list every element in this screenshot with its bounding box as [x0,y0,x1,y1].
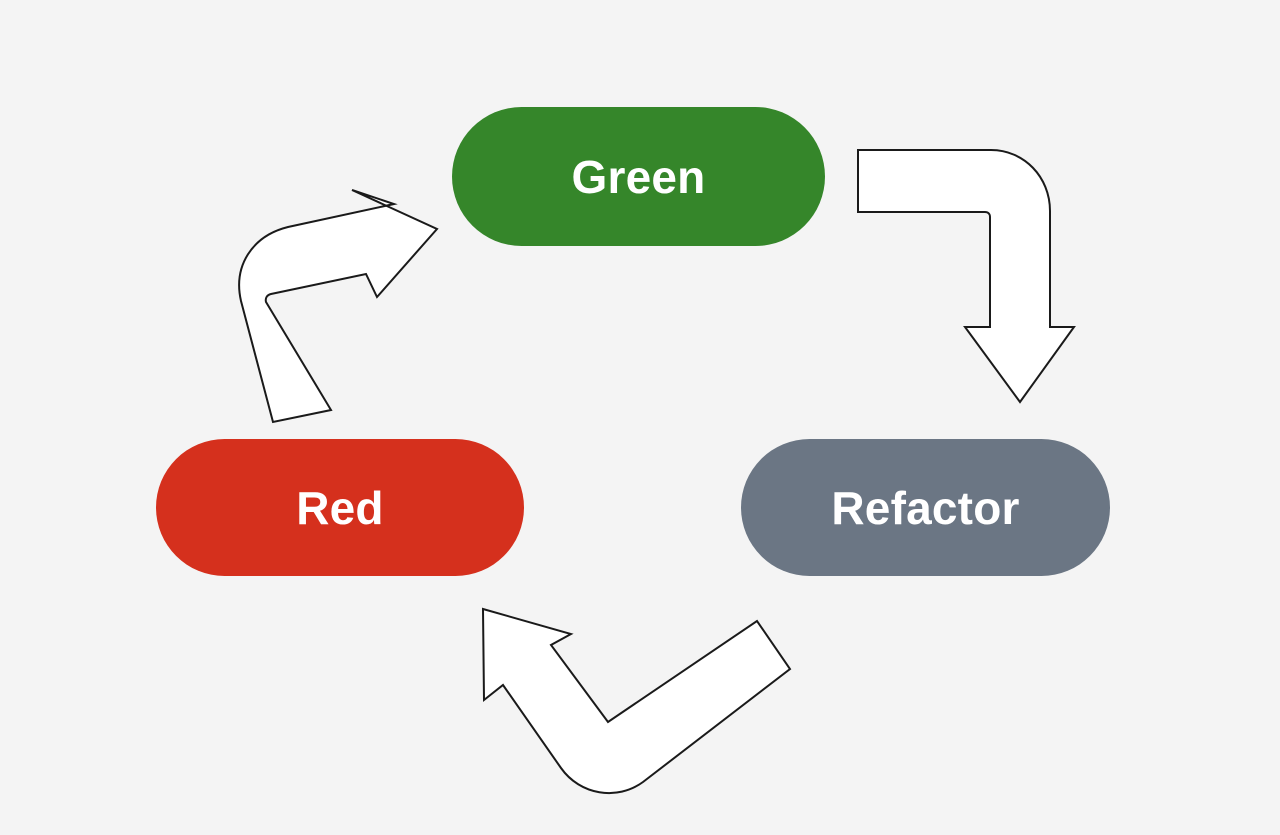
node-red-label: Red [296,481,384,534]
node-green[interactable]: Green [452,107,825,246]
node-red[interactable]: Red [156,439,524,576]
arrow-green-to-refactor [857,149,1076,404]
node-refactor[interactable]: Refactor [741,439,1110,576]
node-green-label: Green [571,150,706,203]
node-refactor-label: Refactor [831,481,1020,534]
arrow-refactor-to-red [481,607,792,795]
arrow-red-to-green [238,189,439,424]
